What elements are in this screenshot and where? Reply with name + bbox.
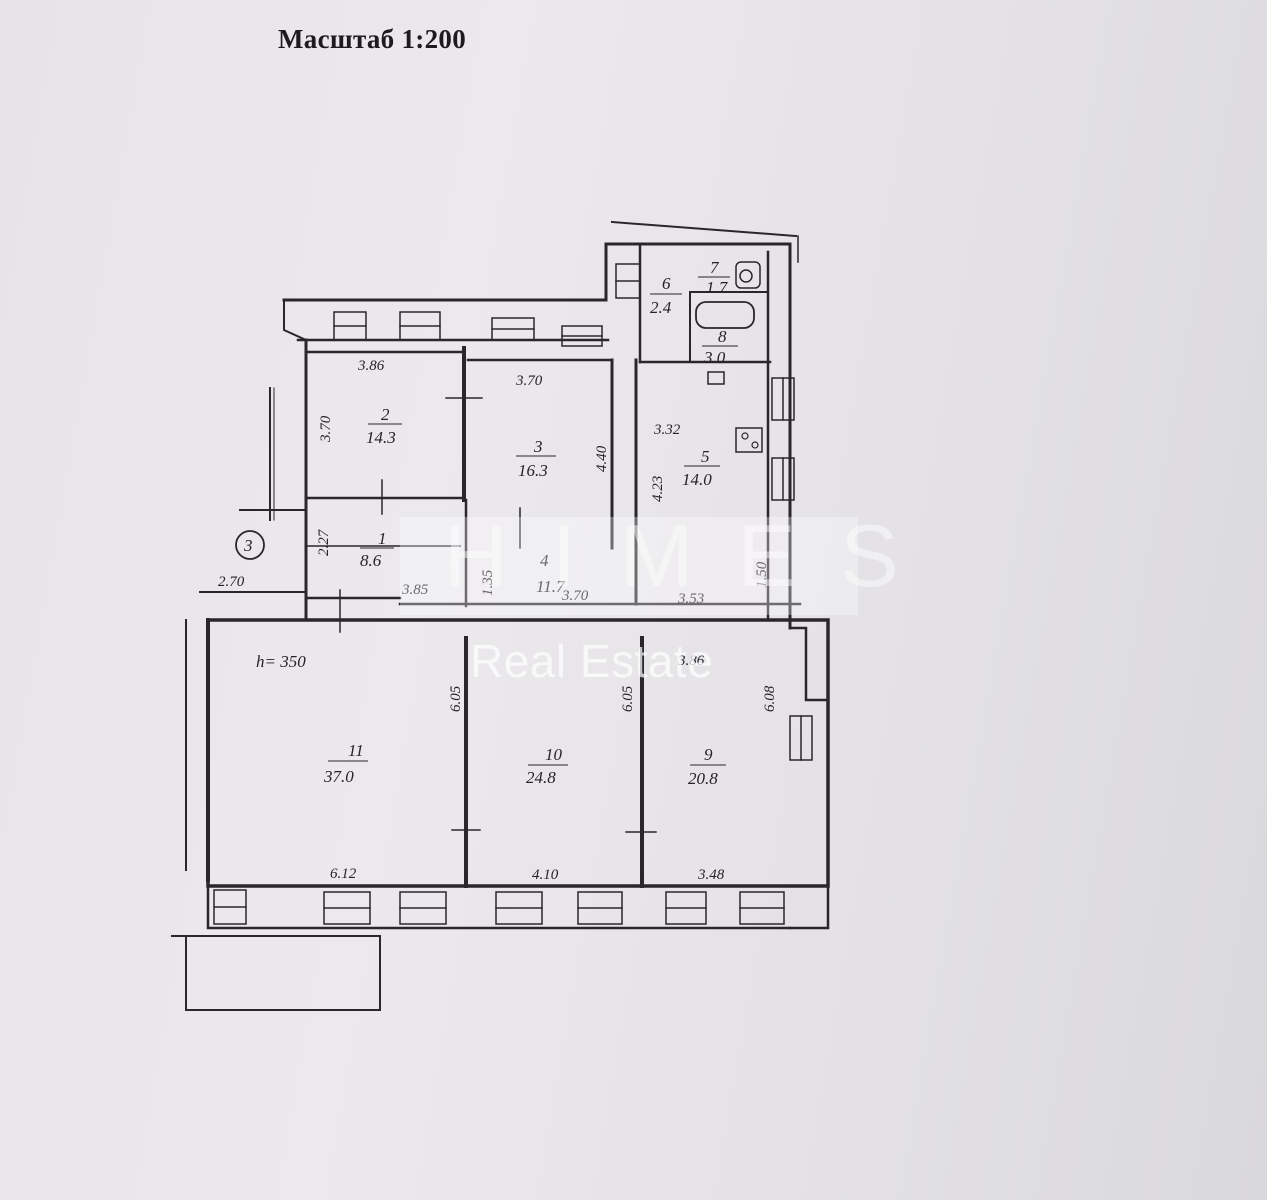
room-2-number: 2 bbox=[381, 405, 390, 424]
room-10-area: 24.8 bbox=[526, 768, 556, 787]
plan-title: Масштаб 1:200 bbox=[278, 24, 466, 54]
dimension-labels: 3.86 3.70 3.70 4.40 3.32 4.23 2.27 2.70 … bbox=[218, 358, 778, 883]
dimension-label: 6.12 bbox=[330, 866, 357, 882]
dimension-label: 3.70 bbox=[515, 373, 543, 389]
watermark-subtitle: Real Estate bbox=[470, 635, 714, 687]
dimension-label: 6.05 bbox=[448, 685, 464, 712]
dimension-label: 4.40 bbox=[594, 445, 610, 472]
room-9-number: 9 bbox=[704, 745, 713, 764]
room-11-number: 11 bbox=[348, 741, 364, 760]
dimension-label: 1.35 bbox=[480, 569, 496, 596]
room-10-number: 10 bbox=[545, 745, 563, 764]
dimension-label: 3.70 bbox=[561, 588, 589, 604]
room-5-number: 5 bbox=[701, 447, 710, 466]
room-5-area: 14.0 bbox=[682, 470, 712, 489]
room-11-area: 37.0 bbox=[323, 767, 354, 786]
room-6-number: 6 bbox=[662, 274, 671, 293]
dimension-label: 3.85 bbox=[401, 582, 429, 598]
room-1-area: 8.6 bbox=[360, 551, 382, 570]
dimension-label: 4.10 bbox=[532, 867, 559, 883]
room-9-area: 20.8 bbox=[688, 769, 718, 788]
entrance-marker bbox=[235, 530, 265, 560]
room-8-area: 3.0 bbox=[703, 348, 726, 367]
entrance-marker-label: 3 bbox=[243, 536, 253, 555]
dimension-label: 3.32 bbox=[653, 422, 681, 438]
stove-icon bbox=[735, 427, 763, 453]
watermark-brand: HIMES bbox=[444, 506, 943, 605]
room-7-area: 1.7 bbox=[706, 278, 729, 297]
room-2-area: 14.3 bbox=[366, 428, 396, 447]
dimension-label: 2.70 bbox=[218, 574, 245, 590]
room-1-number: 1 bbox=[378, 529, 387, 548]
room-4-area: 11.7 bbox=[536, 577, 566, 596]
room-3-area: 16.3 bbox=[518, 461, 548, 480]
dimension-label: 3.86 bbox=[677, 653, 705, 669]
room-6-area: 2.4 bbox=[650, 298, 672, 317]
dimension-label: 2.27 bbox=[316, 528, 332, 556]
room-7-number: 7 bbox=[710, 258, 720, 277]
room-labels: 2 14.3 3 16.3 5 14.0 1 8.6 4 11.7 6 2.4 … bbox=[256, 258, 738, 788]
dimension-label: 3.48 bbox=[697, 867, 725, 883]
dimension-label: 6.05 bbox=[620, 685, 636, 712]
ceiling-height-note: h= 350 bbox=[256, 652, 306, 671]
dimension-label: 3.86 bbox=[357, 358, 385, 374]
room-3-number: 3 bbox=[533, 437, 543, 456]
dimension-label: 3.53 bbox=[677, 591, 704, 607]
dimension-label: 4.23 bbox=[650, 476, 666, 502]
dimension-label: 6.08 bbox=[762, 685, 778, 712]
watermark-panel bbox=[400, 517, 858, 615]
dimension-label: 1.50 bbox=[754, 561, 770, 588]
room-8-number: 8 bbox=[718, 327, 727, 346]
dimension-label: 3.70 bbox=[318, 415, 334, 443]
exterior-wall-upper bbox=[282, 242, 792, 630]
bathtub-icon bbox=[695, 301, 755, 329]
room-4-number: 4 bbox=[540, 551, 549, 570]
